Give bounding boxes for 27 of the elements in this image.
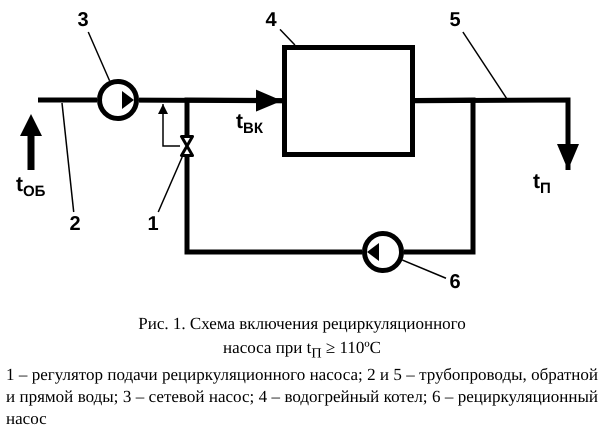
leader-line <box>402 259 446 279</box>
boiler-box <box>282 45 415 157</box>
pump-symbol <box>362 231 404 273</box>
temperature-label: t$_{ОБ}$ <box>16 173 46 202</box>
pipe-line <box>184 97 282 135</box>
callout-number: 1 <box>144 212 162 236</box>
leader-line <box>158 156 183 212</box>
pipe-line <box>184 157 362 254</box>
callout-number: 5 <box>446 8 464 32</box>
callout-number: 6 <box>446 270 464 294</box>
leader-line <box>88 32 110 82</box>
pump-symbol <box>97 79 139 121</box>
leader-line <box>462 32 508 100</box>
temperature-label: t$_{П}$ <box>533 170 552 200</box>
pipe-line <box>404 97 476 254</box>
temperature-label: t$_{ВК}$ <box>236 110 264 140</box>
figure-caption: Рис. 1. Схема включения рециркуляционного насоса при t$_{П}$ ≥ 110ºC <box>137 313 467 364</box>
callout-number: 3 <box>74 8 92 32</box>
flow-arrow <box>158 104 180 147</box>
callout-number: 4 <box>262 8 280 32</box>
legend-text: 1 – регулятор подачи рециркуляционного насоса; 2 и 5 – трубопроводы, обратной и прямой воды; 3 – сетевой насос; 4 – водогрейный котел; 6 – рециркуляционный насос <box>6 364 598 430</box>
leader-line <box>61 102 74 212</box>
callout-number: 2 <box>66 212 84 236</box>
flow-arrow <box>414 97 579 170</box>
pipe-line <box>38 98 97 102</box>
valve-symbol <box>180 135 194 157</box>
leader-line <box>279 28 296 46</box>
